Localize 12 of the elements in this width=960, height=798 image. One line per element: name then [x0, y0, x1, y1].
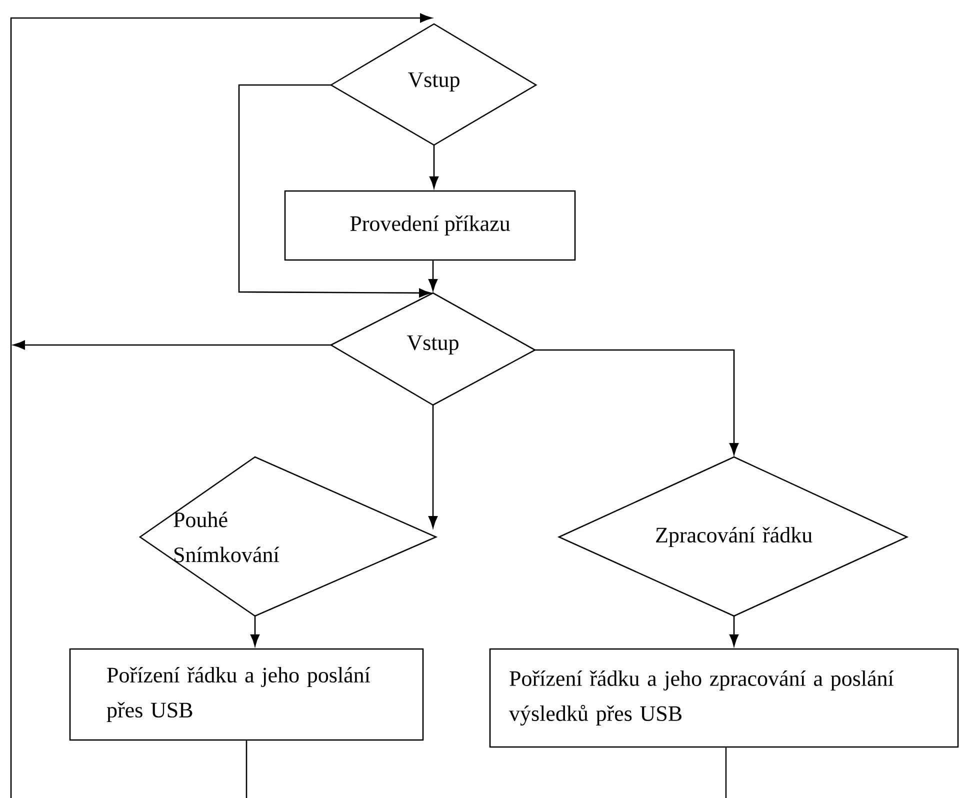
- process-box: Provedení příkazu: [284, 190, 576, 261]
- arrow: [10, 13, 432, 798]
- process-box: Pořízení řádku a jeho zpracování a poslání výsledků přes USB: [489, 648, 959, 748]
- arrow: [250, 616, 260, 646]
- arrow: [428, 405, 438, 528]
- arrow: [729, 616, 739, 646]
- arrow: [535, 349, 739, 455]
- arrow: [428, 260, 438, 291]
- arrow: [238, 84, 431, 298]
- process-box: Pořízení řádku a jeho poslání přes USB: [69, 648, 424, 741]
- arrow: [429, 145, 439, 188]
- arrow: [13, 340, 331, 350]
